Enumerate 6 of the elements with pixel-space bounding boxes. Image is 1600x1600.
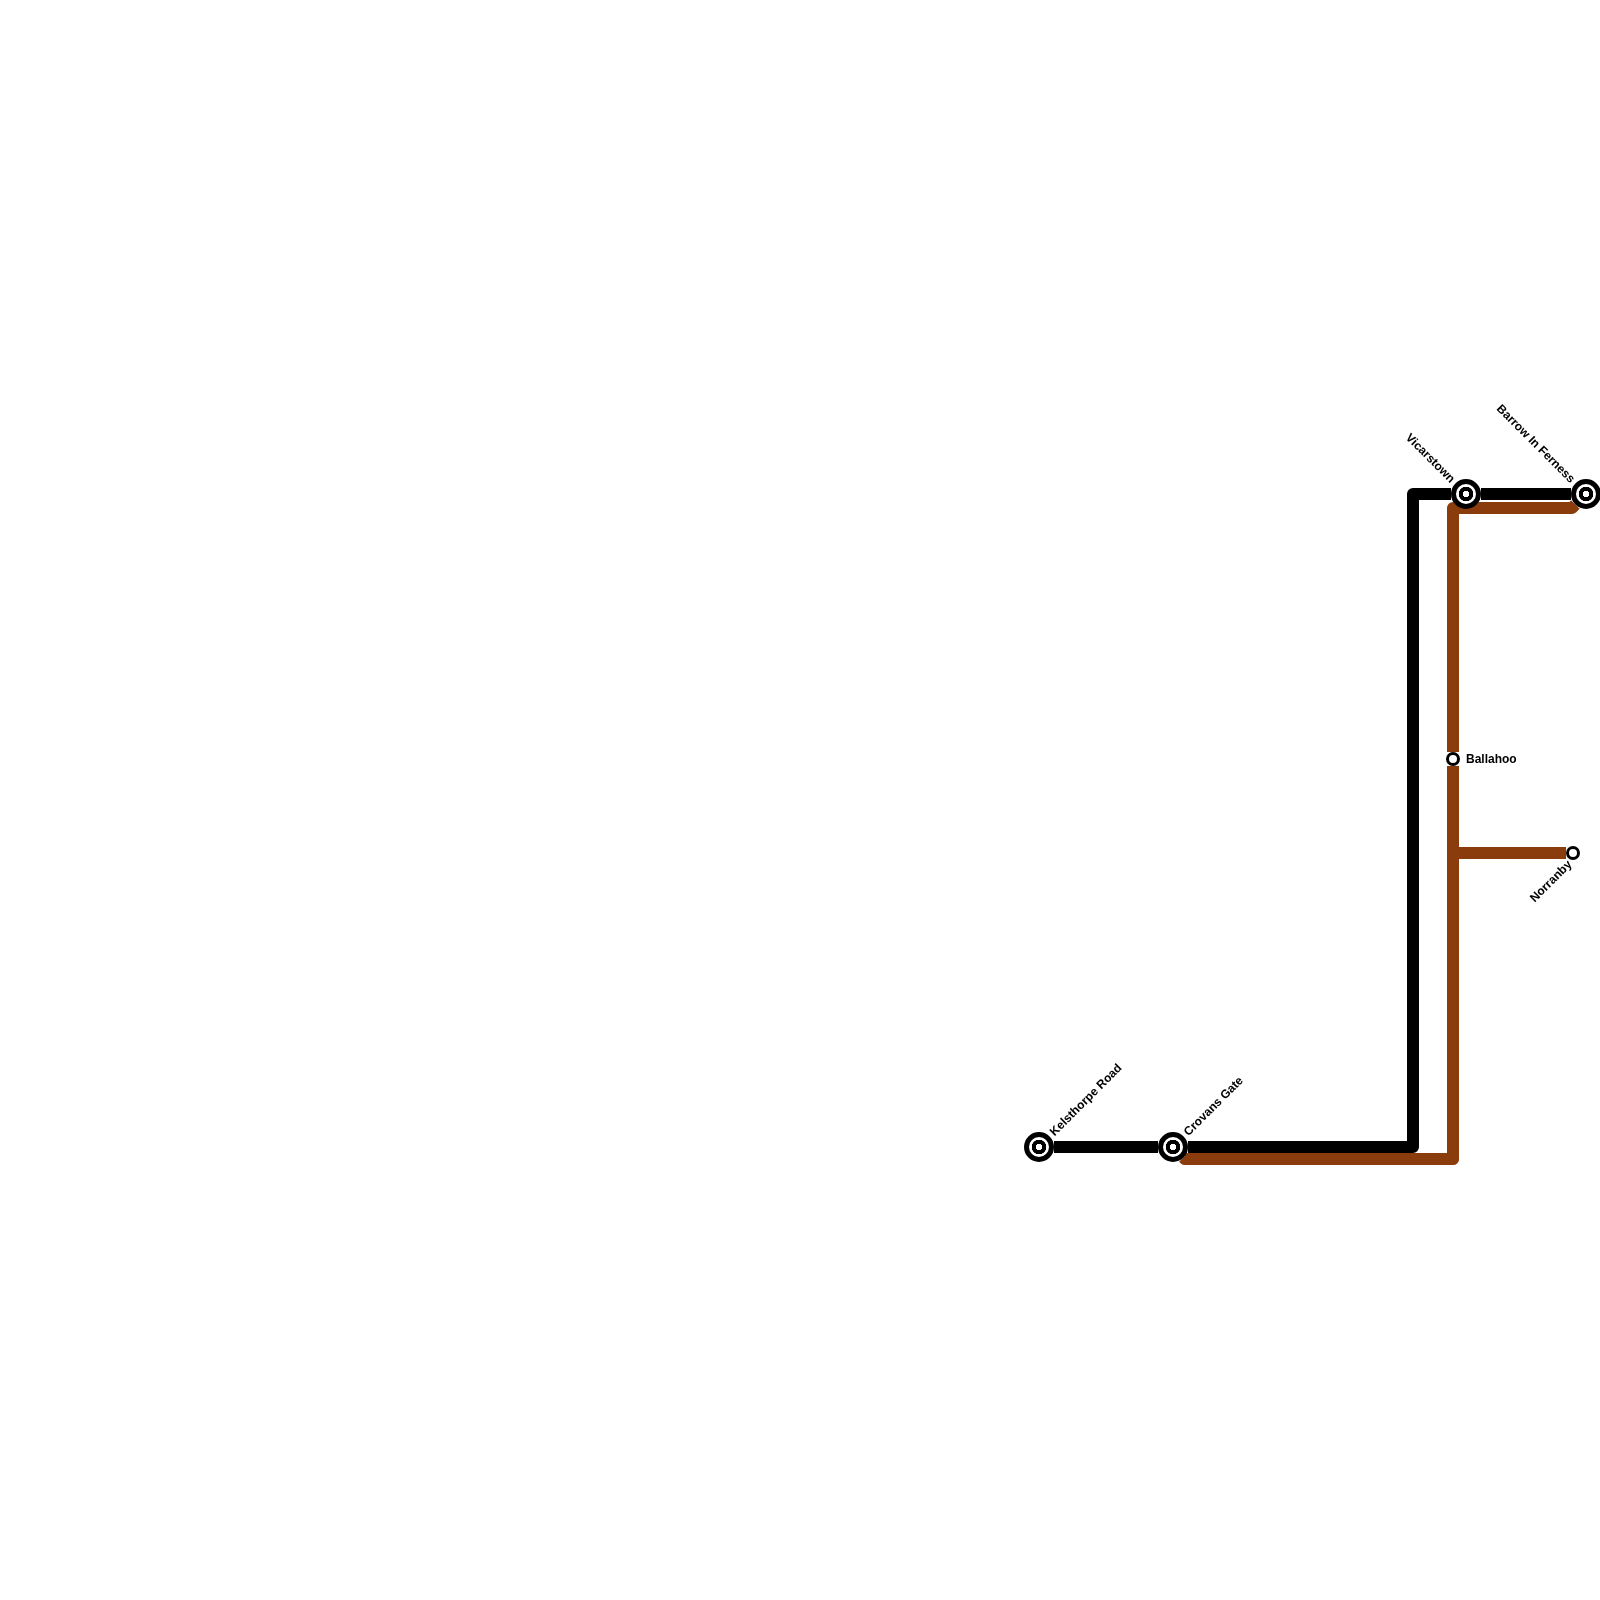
rail-line [1054,1141,1158,1153]
station-label: Ballahoo [1466,752,1517,766]
rail-line [1179,847,1566,1165]
rail-line [1481,488,1571,500]
rail-line [1447,500,1580,752]
rail-line [1188,488,1451,1153]
